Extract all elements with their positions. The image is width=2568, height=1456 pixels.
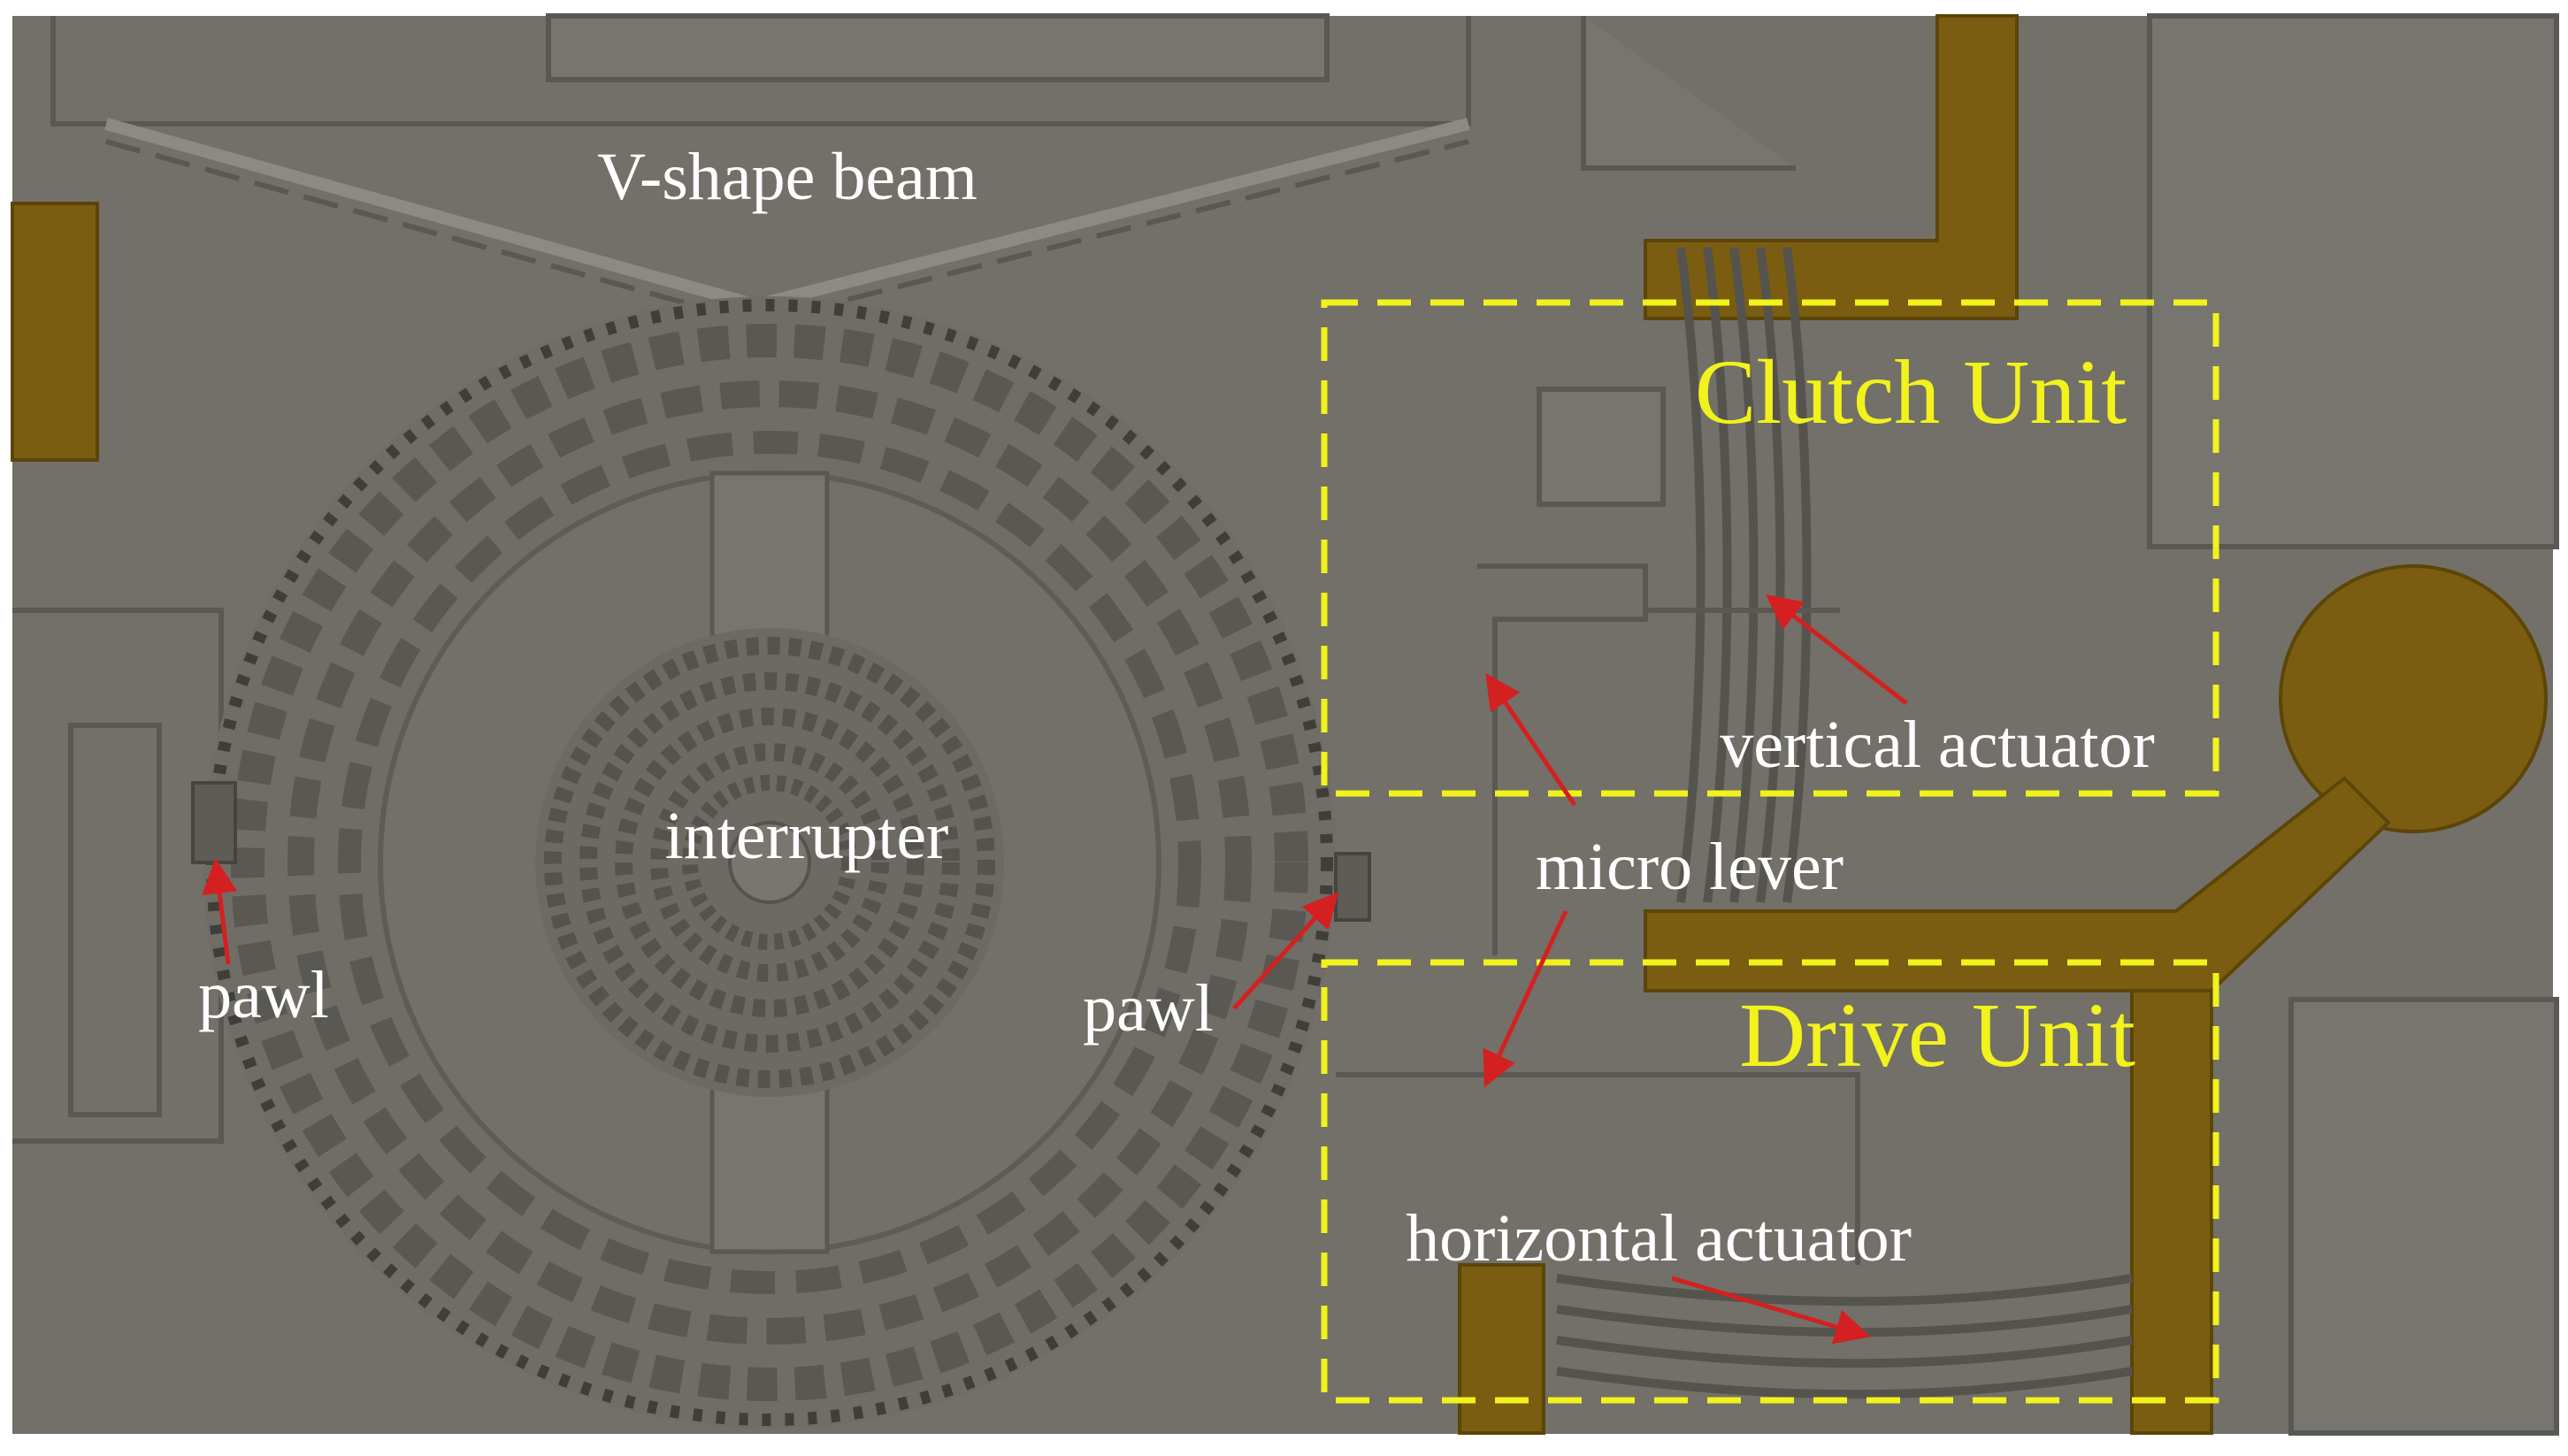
electrode-drive-left <box>1458 1263 1545 1435</box>
clutch-unit-box <box>1321 299 2219 797</box>
annotation-arrows <box>202 594 1908 1345</box>
label-pawl-left: pawl <box>198 958 329 1032</box>
pawl-right-body <box>1334 852 1371 922</box>
electrode-drive-right <box>2130 989 2213 1435</box>
label-v-shape-beam: V-shape beam <box>597 140 977 214</box>
electrode-pad <box>2279 564 2548 833</box>
arrow-vertical-actuator <box>1766 594 1908 705</box>
label-drive-unit: Drive Unit <box>1739 985 2135 1086</box>
arrow-micro-lever-upper <box>1485 672 1577 807</box>
label-interrupter: interrupter <box>665 799 949 873</box>
electrode-connector <box>1644 776 2391 992</box>
label-pawl-right: pawl <box>1083 971 1214 1046</box>
label-clutch-unit: Clutch Unit <box>1695 341 2127 443</box>
electrode-top-right <box>1644 14 2019 320</box>
arrow-pawl-right <box>1232 892 1339 1010</box>
label-vertical-actuator: vertical actuator <box>1720 708 2155 782</box>
electrodes <box>11 14 2548 1435</box>
arrow-micro-lever-lower <box>1483 909 1568 1088</box>
drive-unit-box <box>1321 959 2219 1404</box>
arrow-horizontal-actuator <box>1671 1276 1871 1345</box>
pawl-left-body <box>191 781 237 864</box>
text-labels: V-shape beam Clutch Unit Drive Unit inte… <box>198 140 2155 1276</box>
arrow-pawl-left <box>202 858 238 965</box>
pawls <box>191 781 1371 922</box>
label-horizontal-actuator: horizontal actuator <box>1406 1201 1912 1276</box>
label-micro-lever: micro lever <box>1536 830 1844 904</box>
clutch-internals <box>1477 247 1840 955</box>
background-structures <box>12 13 2559 1436</box>
electrode-left <box>11 202 99 462</box>
